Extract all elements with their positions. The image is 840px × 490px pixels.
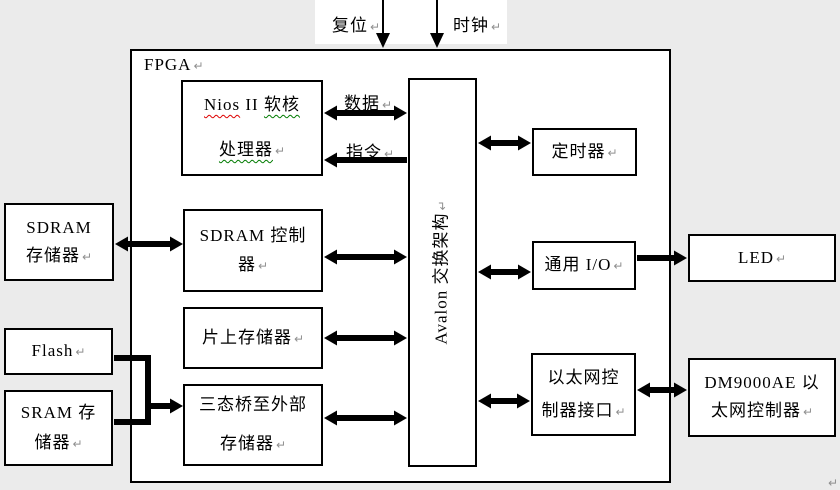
block-ethernet-interface: 以太网控 制器接口↵ xyxy=(531,353,636,436)
label-reset: 复位↵ xyxy=(332,11,380,36)
paragraph-mark: ↵ xyxy=(370,20,381,34)
tristate-bridge-line1: 三态桥至外部 xyxy=(199,395,307,414)
block-sdram-memory: SDRAM 存储器↵ xyxy=(4,203,114,281)
paragraph-mark: ↵ xyxy=(275,438,287,452)
sdram-memory-line2: 存储器↵ xyxy=(26,242,92,271)
paragraph-mark: ↵ xyxy=(193,59,204,73)
paragraph-mark: ↵ xyxy=(826,472,838,490)
block-gpio: 通用 I/O↵ xyxy=(532,241,636,290)
block-flash: Flash↵ xyxy=(4,328,113,375)
sram-memory-line2-text: 储器 xyxy=(34,432,71,452)
avalon-fabric-text: Avalon 交换架构 xyxy=(432,212,452,345)
block-led: LED↵ xyxy=(688,234,836,282)
led-text: LED xyxy=(737,247,774,267)
paragraph-mark: ↵ xyxy=(382,98,393,112)
paragraph-mark: ↵ xyxy=(613,259,624,273)
onchip-memory-label: 片上存储器↵ xyxy=(202,325,304,352)
ethernet-interface-line2-text: 制器接口 xyxy=(541,400,614,420)
paragraph-mark: ↵ xyxy=(293,331,305,346)
gpio-label: 通用 I/O↵ xyxy=(545,252,624,279)
sdram-controller-line1: SDRAM 控制 xyxy=(199,225,307,245)
label-instruction-text: 指令 xyxy=(346,143,382,162)
paragraph-mark: ↵ xyxy=(274,144,286,158)
dm9000ae-line1: DM9000AE 以 xyxy=(704,373,820,392)
sdram-memory-line2-text: 存储器 xyxy=(25,245,80,265)
fpga-label-text: FPGA xyxy=(144,55,192,74)
flash-label: Flash↵ xyxy=(32,338,86,365)
paragraph-mark: ↵ xyxy=(607,145,618,160)
sdram-controller-line2: 器↵ xyxy=(238,250,268,281)
block-sdram-controller: SDRAM 控制 器↵ xyxy=(183,209,323,292)
dm9000ae-line2-text: 太网控制器 xyxy=(710,401,801,420)
block-sram-memory: SRAM 存 储器↵ xyxy=(4,390,113,466)
paragraph-mark: ↵ xyxy=(75,345,86,359)
paragraph-mark: ↵ xyxy=(775,251,787,266)
label-clock-text: 时钟 xyxy=(453,16,489,35)
sdram-memory-line1: SDRAM xyxy=(26,217,92,237)
nios-line1: Nios II 软核 xyxy=(204,82,300,127)
fpga-label: FPGA↵ xyxy=(144,55,204,75)
nios-word-nios: Nios xyxy=(204,95,241,114)
paragraph-mark-glyph: ↵ xyxy=(828,476,839,490)
timer-text: 定时器 xyxy=(551,141,606,161)
dm9000ae-line2: 太网控制器↵ xyxy=(711,397,813,426)
tristate-bridge-line2: 存储器↵ xyxy=(220,424,286,465)
avalon-fabric-label: Avalon 交换架构↵ xyxy=(429,200,456,344)
flash-text: Flash xyxy=(31,341,74,360)
paragraph-mark: ↵ xyxy=(257,258,269,273)
ethernet-interface-line2: 制器接口↵ xyxy=(541,394,625,429)
paragraph-mark: ↵ xyxy=(72,436,83,451)
block-avalon-fabric: Avalon 交换架构↵ xyxy=(408,78,477,467)
nios-word-processor: 处理器 xyxy=(218,140,273,159)
label-clock: 时钟↵ xyxy=(453,11,501,36)
block-onchip-memory: 片上存储器↵ xyxy=(183,307,323,369)
block-dm9000ae: DM9000AE 以 太网控制器↵ xyxy=(688,358,836,437)
paragraph-mark: ↵ xyxy=(384,147,395,161)
onchip-memory-text: 片上存储器 xyxy=(201,327,292,347)
block-tristate-bridge: 三态桥至外部 存储器↵ xyxy=(183,384,323,466)
paragraph-mark: ↵ xyxy=(802,405,814,419)
block-nios-processor: Nios II 软核 处理器↵ xyxy=(181,80,323,176)
nios-word-softcore: 软核 xyxy=(263,95,300,114)
gpio-text: 通用 I/O xyxy=(544,255,612,274)
block-timer: 定时器↵ xyxy=(532,128,637,176)
sram-memory-line2: 储器↵ xyxy=(34,428,82,459)
top-label-strip xyxy=(315,0,507,44)
nios-line2: 处理器↵ xyxy=(219,127,285,174)
paragraph-mark: ↵ xyxy=(491,20,502,34)
label-data-bus: 数据↵ xyxy=(344,89,392,114)
label-data-text: 数据 xyxy=(344,94,380,113)
nios-word-ii: II xyxy=(245,95,259,114)
sram-memory-line1: SRAM 存 xyxy=(20,402,97,422)
paragraph-mark: ↵ xyxy=(615,404,626,419)
paragraph-mark: ↵ xyxy=(436,200,451,211)
led-label: LED↵ xyxy=(738,245,786,272)
paragraph-mark: ↵ xyxy=(81,249,93,264)
timer-label: 定时器↵ xyxy=(551,139,617,166)
label-reset-text: 复位 xyxy=(332,16,368,35)
ethernet-interface-line1: 以太网控 xyxy=(547,367,620,387)
tristate-bridge-line2-text: 存储器 xyxy=(219,434,274,453)
label-instruction-bus: 指令↵ xyxy=(346,138,394,163)
sdram-controller-line2-text: 器 xyxy=(237,254,256,274)
